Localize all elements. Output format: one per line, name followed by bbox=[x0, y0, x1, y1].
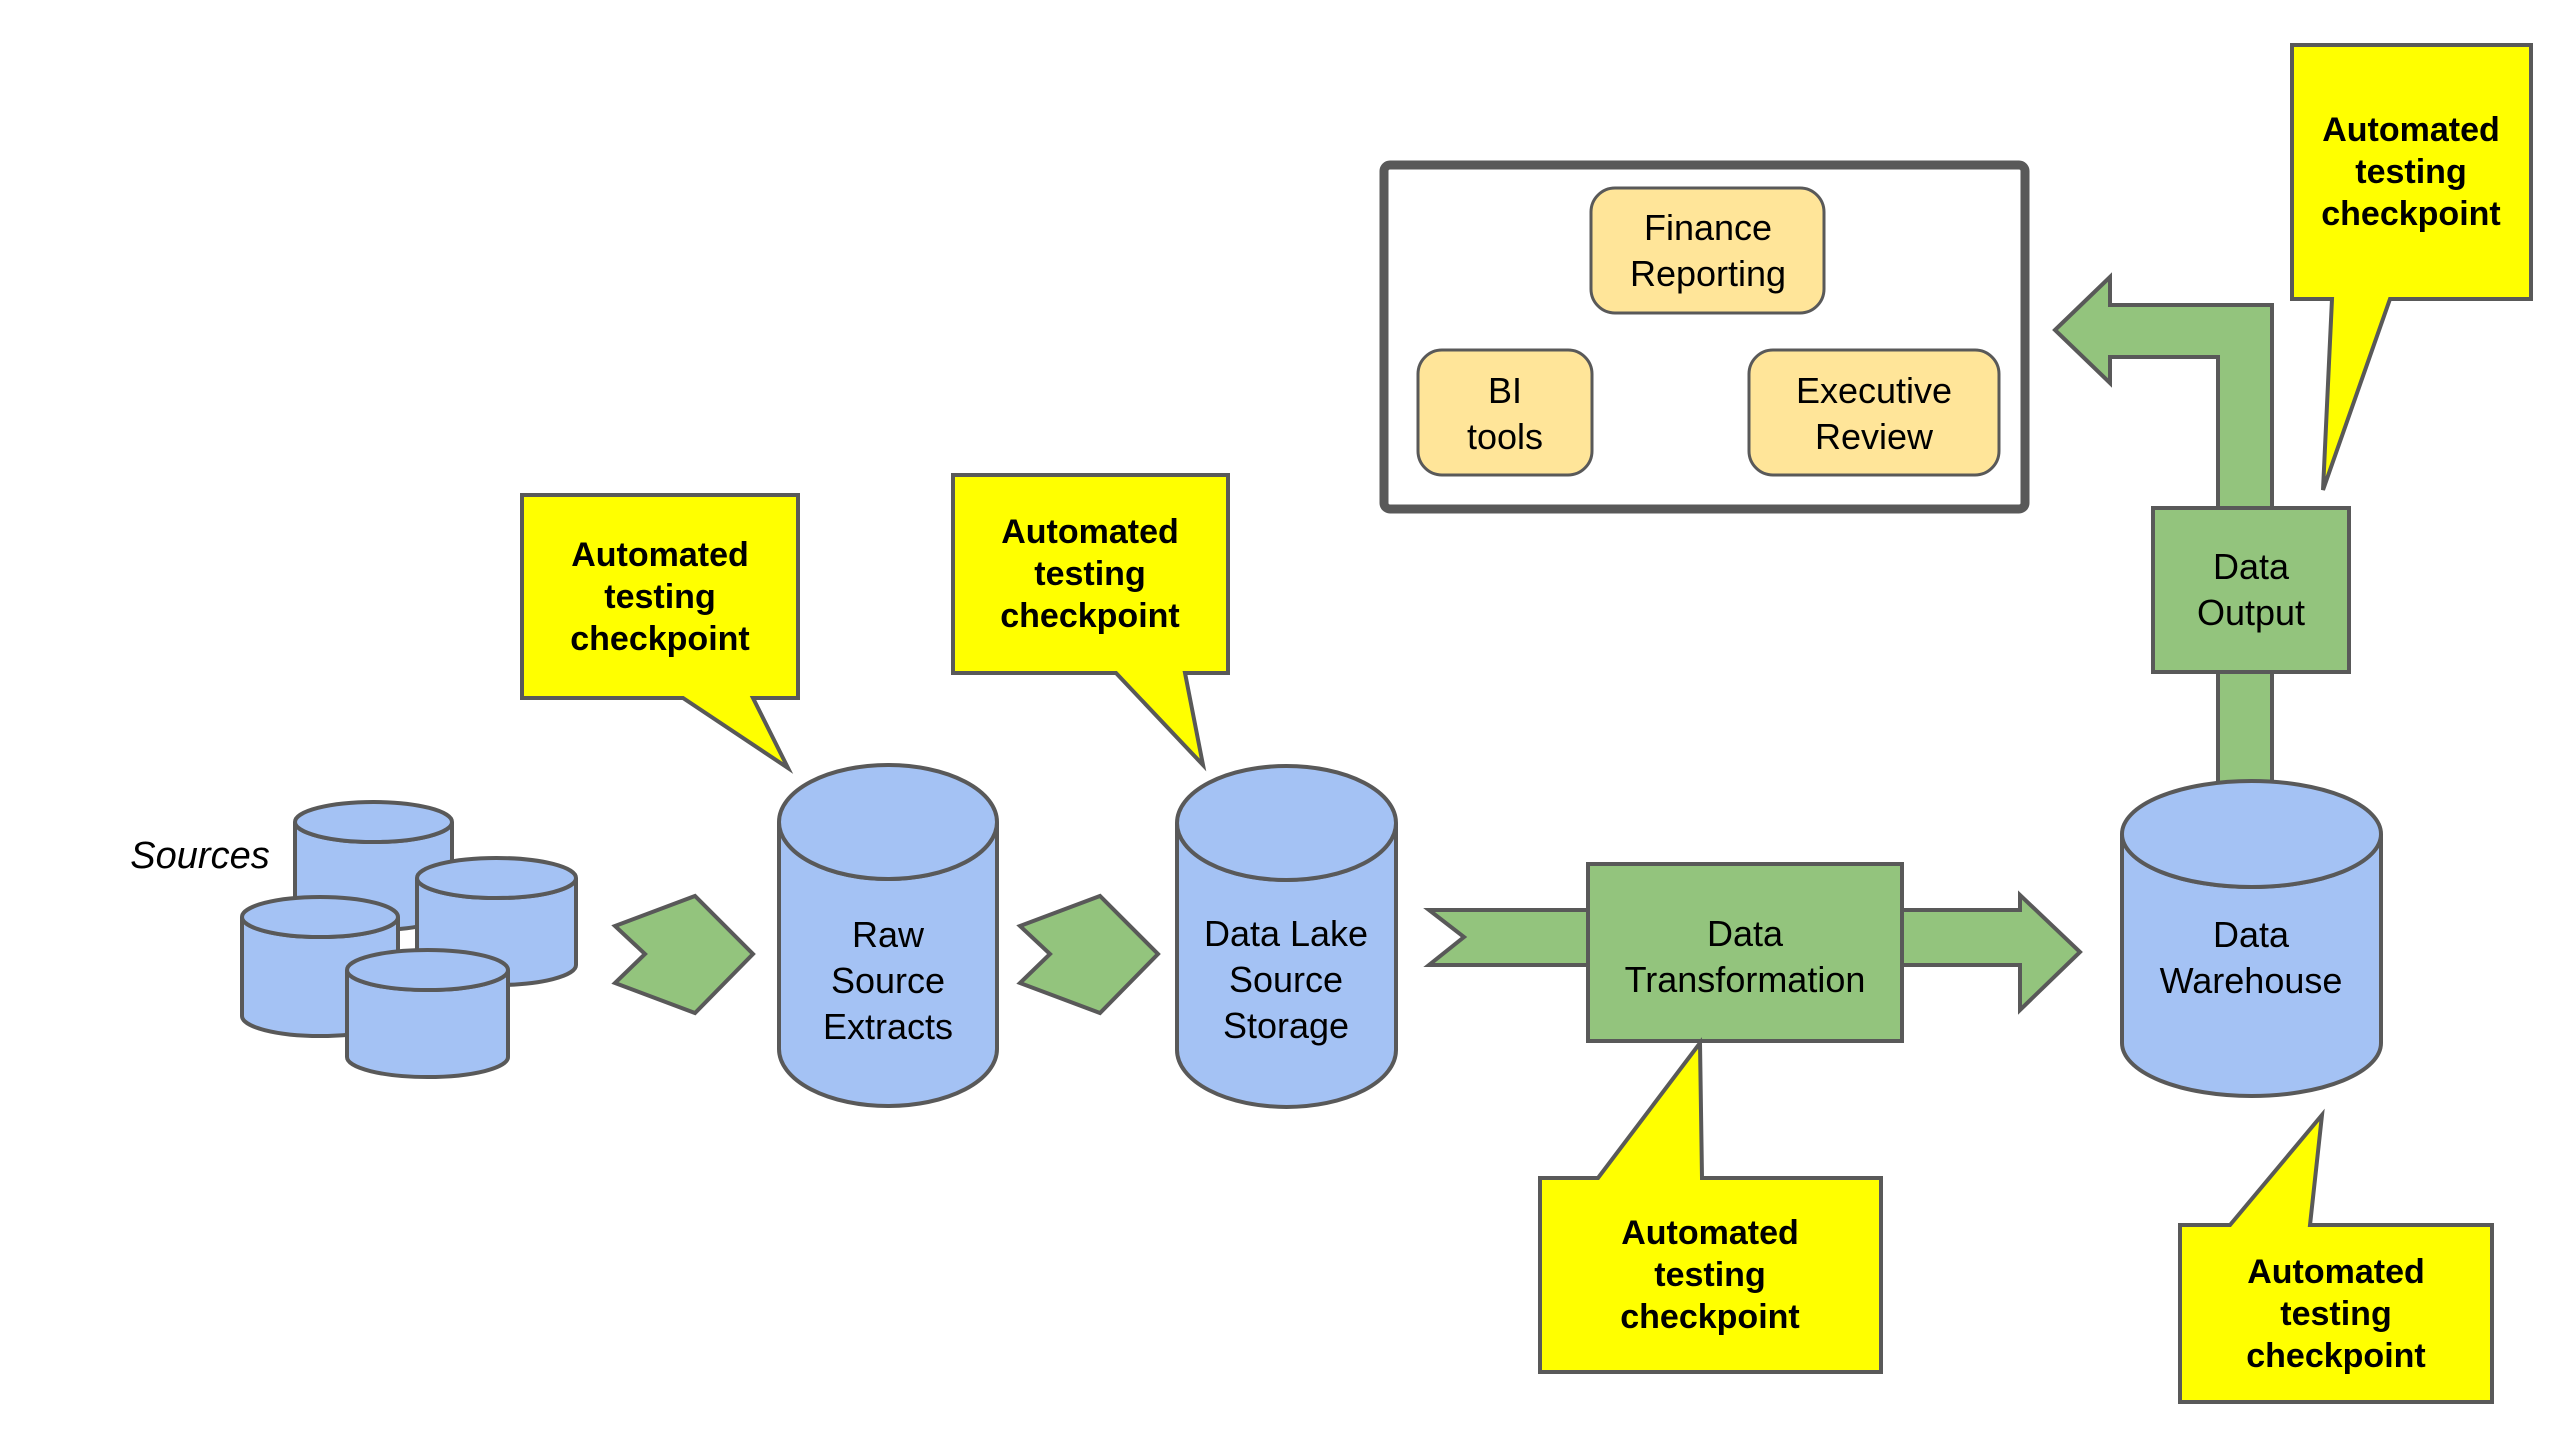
callout-data-transformation bbox=[1538, 1037, 1883, 1374]
data-transformation-box bbox=[1586, 862, 1904, 1043]
callout-raw-source-extracts bbox=[520, 493, 800, 774]
data-lake-label: Data Lake Source Storage bbox=[1203, 913, 1369, 1046]
executive-review-label: Executive Review bbox=[1795, 370, 1953, 457]
source-cylinder-back-top bbox=[293, 800, 454, 844]
bi-tools-label: BI tools bbox=[1466, 370, 1544, 457]
callout-data-transformation-label: Automated testing checkpoint bbox=[1620, 1214, 1800, 1336]
raw-source-extracts-cylinder-top bbox=[777, 763, 999, 881]
data-lake-cylinder-top bbox=[1175, 764, 1398, 882]
data-warehouse-cylinder-top bbox=[2120, 779, 2383, 889]
sources-label: Sources bbox=[130, 835, 270, 877]
bi-tools-box bbox=[1416, 348, 1594, 477]
finance-reporting-label: Finance Reporting bbox=[1629, 207, 1787, 294]
sources-cylinder-cluster bbox=[240, 800, 578, 1079]
callout-raw-source-extracts-label: Automated testing checkpoint bbox=[570, 536, 750, 658]
callout-data-output bbox=[2290, 43, 2533, 491]
data-warehouse-label: Data Warehouse bbox=[2159, 914, 2343, 1001]
source-cylinder-left-top bbox=[240, 895, 400, 939]
callout-data-output-label: Automated testing checkpoint bbox=[2321, 111, 2501, 233]
source-cylinder-front-top bbox=[345, 948, 510, 992]
data-output-label: Data Output bbox=[2196, 546, 2306, 633]
executive-review-box bbox=[1747, 348, 2001, 477]
finance-reporting-box bbox=[1589, 186, 1826, 315]
source-cylinder-right-top bbox=[415, 856, 578, 900]
data-output-box bbox=[2151, 506, 2351, 674]
callout-data-warehouse bbox=[2178, 1108, 2494, 1404]
callout-data-lake bbox=[951, 473, 1230, 772]
arrow-sources-to-raw-icon bbox=[611, 893, 756, 1016]
callout-data-lake-label: Automated testing checkpoint bbox=[1000, 513, 1180, 635]
raw-source-extracts-label: Raw Source Extracts bbox=[822, 914, 954, 1047]
data-transformation-label: Data Transformation bbox=[1624, 913, 1866, 1000]
callout-data-warehouse-label: Automated testing checkpoint bbox=[2246, 1253, 2426, 1375]
arrow-raw-to-lake-icon bbox=[1016, 893, 1161, 1016]
